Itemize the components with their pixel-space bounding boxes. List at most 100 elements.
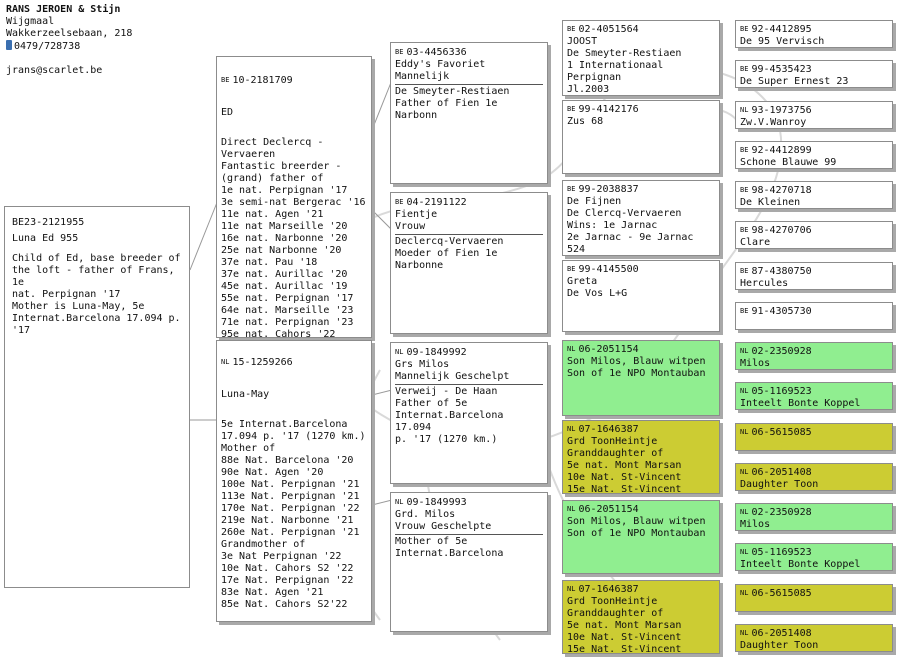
ring-number: 09-1849992 — [406, 347, 467, 358]
country-code: BE — [12, 217, 25, 228]
ring-number: 07-1646387 — [578, 584, 639, 595]
ancestor-text: Clare — [740, 237, 771, 249]
grandparent-note: Internat.Barcelona — [395, 548, 504, 559]
ancestor-text: Zw.V.Wanroy — [740, 116, 807, 128]
ring-number: 02-4051564 — [578, 24, 639, 35]
owner-phone: 0479/728738 — [14, 41, 81, 52]
owner-block: RANS JEROEN & Stijn Wijgmaal Wakkerzeels… — [6, 4, 132, 77]
grandparent-line: Grs Milos — [395, 359, 450, 370]
country-code: BE — [567, 265, 576, 273]
country-code: NL — [567, 345, 576, 353]
ring-number: 15-1259266 — [232, 357, 293, 368]
owner-city: Wijgmaal — [6, 16, 55, 27]
ancestor-text: Milos — [740, 519, 771, 530]
ring-number: 02-2350928 — [751, 507, 812, 518]
subject-description: Child of Ed, base breeder of the loft - … — [12, 253, 181, 336]
country-code: BE — [740, 25, 749, 33]
ancestor-text: Daughter Toon — [740, 639, 819, 651]
ancestor-text: Hercules — [740, 277, 789, 289]
ring-number: 99-2038837 — [578, 184, 639, 195]
ring-number: 06-2051154 — [578, 344, 639, 355]
great-grandparent-text: Grd ToonHeintje Granddaughter of 5e nat.… — [567, 436, 682, 494]
grandparent-note: Verweij - De Haan — [395, 386, 498, 397]
ring-number: 09-1849993 — [406, 497, 467, 508]
country-code: BE — [740, 186, 749, 194]
country-code: NL — [221, 358, 230, 366]
ring-number: 02-2350928 — [751, 346, 812, 357]
ring-number: 92-4412899 — [751, 144, 812, 156]
ancestor-text: De Kleinen — [740, 197, 801, 208]
owner-email[interactable]: jrans@scarlet.be — [6, 65, 103, 76]
grandparent-note: Father of 5e — [395, 398, 468, 409]
ancestor-text: Milos — [740, 358, 771, 369]
grandparent-line: Vrouw — [395, 221, 426, 232]
owner-phone-row: 0479/728738 — [6, 40, 132, 53]
grandparent-line: Eddy's Favoriet — [395, 59, 486, 70]
grandparent-note: Mother of 5e — [395, 536, 468, 547]
grandparent-note: Declercq-Vervaeren — [395, 236, 504, 247]
ancestor-text: Daughter Toon — [740, 478, 819, 490]
ring-number: 23-2121955 — [24, 217, 85, 228]
grandparent-note: Moeder of Fien 1e Narbonne — [395, 248, 498, 271]
country-code: BE — [740, 306, 749, 315]
ring-number: 06-5615085 — [751, 426, 812, 438]
ancestor-text: Inteelt Bonte Koppel — [740, 559, 861, 571]
subject-ring: BE23-2121955 — [12, 217, 182, 229]
ancestor-text: Inteelt Bonte Koppel — [740, 398, 861, 410]
ring-number: 99-4145500 — [578, 264, 639, 275]
country-code: NL — [740, 588, 749, 597]
divider — [395, 234, 543, 235]
country-code: BE — [395, 48, 404, 56]
grandparent-line: Mannelijk — [395, 71, 450, 82]
